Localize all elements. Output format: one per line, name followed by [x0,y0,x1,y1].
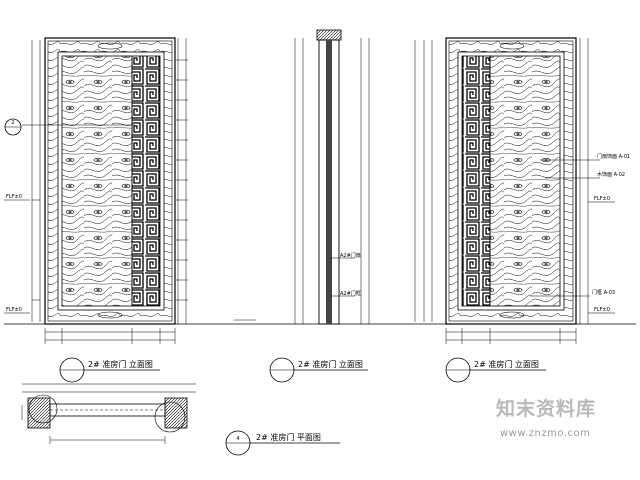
title-plan: 4 2# 准房门 平面图 [225,430,340,456]
title-side-text: 2# 准房门 立面图 [298,359,363,369]
side-note-a: A2#门扇 [340,252,361,259]
watermark-site-name: 知末资料库 [496,397,596,420]
right-note-1: 门扇饰面 A-01 [597,153,630,160]
side-note-b: A2#门框 [340,290,361,297]
right-note-2: 木饰面 A-02 [597,171,625,178]
side-section: A2#门扇 A2#门框 [234,29,370,325]
title-side: 2# 准房门 立面图 [269,357,368,383]
title-right-text: 2# 准房门 立面图 [474,359,539,369]
title-left: 2# 准房门 立面图 [59,357,160,383]
right-elevation: 门扇饰面 A-01 木饰面 A-02 门框 A-03 FLF±0 FLF±0 [414,37,630,344]
plan-callout-number: 4 [236,436,239,442]
plan-section [21,383,196,444]
watermark-url: www.znzmo.com [500,428,590,439]
right-note-3: 门框 A-03 [592,289,615,296]
title-right: 2# 准房门 立面图 [445,357,546,383]
title-left-text: 2# 准房门 立面图 [88,359,153,369]
right-ffl-bottom: FLF±0 [594,307,610,313]
left-ffl-bottom: FLF±0 [6,307,22,313]
title-plan-text: 2# 准房门 平面图 [256,432,321,442]
left-ffl-mark: FLF±0 [6,194,22,200]
right-ffl-mark: FLF±0 [594,196,610,202]
watermark: 知末资料库 www.znzmo.com [496,397,596,439]
left-elevation: 2 FLF±0 FLF±0 [4,37,188,344]
left-callout-number: 2 [11,120,14,126]
